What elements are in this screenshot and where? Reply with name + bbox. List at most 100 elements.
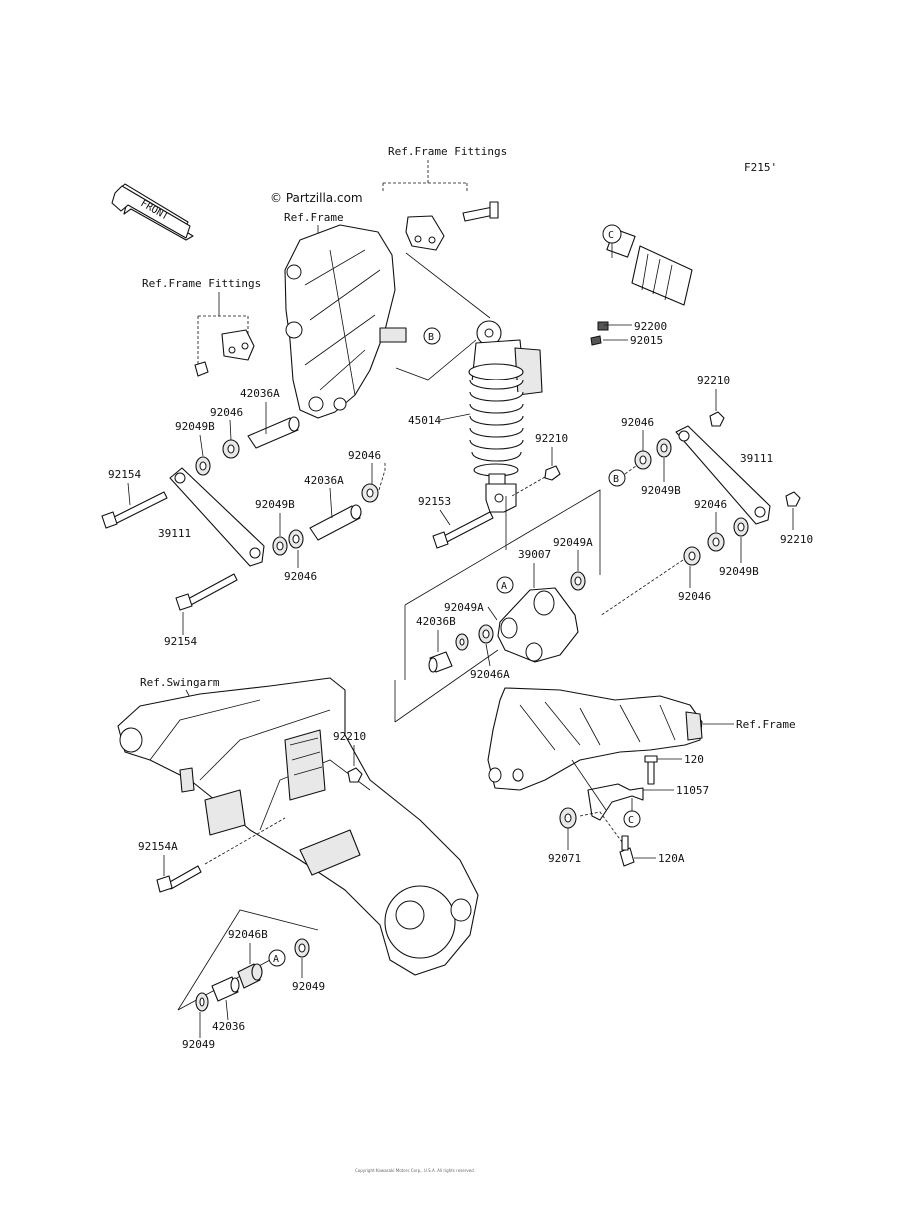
bushing-92046-right-lower xyxy=(683,546,701,566)
part-42036b: 42036B xyxy=(416,615,456,628)
ref-swingarm-label: Ref.Swingarm xyxy=(140,676,220,689)
footer-copyright: Copyright Kawasaki Motors Corp., U.S.A. … xyxy=(355,1168,475,1173)
callout-a-rocker xyxy=(496,576,514,594)
sleeve-42036a-lower xyxy=(309,504,362,541)
callout-a-swingarm xyxy=(268,949,286,967)
part-39111-right: 39111 xyxy=(740,452,773,465)
part-92071: 92071 xyxy=(548,852,581,865)
ref-frame-label: Ref.Frame xyxy=(284,211,344,224)
part-39007: 39007 xyxy=(518,548,551,561)
tie-rod-39111-right xyxy=(675,425,771,525)
bolt-92154a xyxy=(156,865,202,893)
bushing-92046-left-upper xyxy=(222,439,240,459)
bushing-92046-right-mid xyxy=(707,532,725,552)
part-92154a: 92154A xyxy=(138,840,178,853)
callout-b-right-label: B xyxy=(613,474,619,485)
part-42036a-lower: 42036A xyxy=(304,474,344,487)
tie-rod-39111-left xyxy=(169,467,265,567)
nut-92210-shock xyxy=(544,465,561,481)
part-92049-right: 92049 xyxy=(292,980,325,993)
bushing-92046-right-upper xyxy=(634,450,652,470)
part-92046-left-upper: 92046 xyxy=(210,406,243,419)
sleeve-42036a-upper xyxy=(247,416,300,449)
ref-bracket-top xyxy=(382,160,468,192)
frame-fitting-left-part xyxy=(194,329,255,377)
part-92210-shock: 92210 xyxy=(535,432,568,445)
nut-92210-right-top xyxy=(709,411,725,427)
sleeve-42036b xyxy=(428,651,453,673)
part-92049-left: 92049 xyxy=(182,1038,215,1051)
part-92015-icon xyxy=(590,335,602,346)
part-92046-right-mid: 92046 xyxy=(694,498,727,511)
watermark: © Partzilla.com xyxy=(270,191,363,205)
washer-92049-a xyxy=(294,938,310,958)
part-92049b-right-lower: 92049B xyxy=(719,565,759,578)
callout-c-top-label: C xyxy=(608,230,614,241)
bolt-92154-upper xyxy=(101,491,168,529)
washer-92049a-right xyxy=(570,571,586,591)
swingarm-part xyxy=(117,677,479,976)
frame-fitting-top-part xyxy=(405,201,499,251)
part-45014: 45014 xyxy=(408,414,441,427)
part-42036: 42036 xyxy=(212,1020,245,1033)
washer-92049b-right-lower xyxy=(733,517,749,537)
part-92046a: 92046A xyxy=(470,668,510,681)
washer-92049-b xyxy=(195,992,209,1012)
nut-92210-right-bottom xyxy=(785,491,801,507)
ref-frame-right-label: Ref.Frame xyxy=(736,718,796,731)
nut-92210-swingarm xyxy=(347,767,363,783)
callout-a-swingarm-label: A xyxy=(273,954,279,965)
part-42036a-upper: 42036A xyxy=(240,387,280,400)
callout-a-rocker-label: A xyxy=(501,581,507,592)
part-92049b-left-lower: 92049B xyxy=(255,498,295,511)
callout-c-bottom-label: C xyxy=(628,815,634,826)
callout-b-frame xyxy=(423,327,441,345)
grommet-92071 xyxy=(559,807,577,829)
bushing-92046-left-lower xyxy=(288,529,304,549)
part-92046-left-lower: 92046 xyxy=(284,570,317,583)
sleeve-42036 xyxy=(211,976,240,1002)
washer-small-rocker xyxy=(455,633,469,651)
ref-frame-fittings-left: Ref.Frame Fittings xyxy=(142,277,261,290)
bolt-92154-lower xyxy=(175,573,238,611)
part-92015: 92015 xyxy=(630,334,663,347)
part-39111-left: 39111 xyxy=(158,527,191,540)
part-92200: 92200 xyxy=(634,320,667,333)
bushing-92046b xyxy=(237,963,263,989)
part-92154-upper: 92154 xyxy=(108,468,141,481)
front-arrow-icon: FRONT xyxy=(111,183,194,241)
part-120a: 120A xyxy=(658,852,685,865)
rocker-arm-39007 xyxy=(497,587,579,663)
ref-frame-fittings-top: Ref.Frame Fittings xyxy=(388,145,507,158)
frame-right-part xyxy=(487,687,703,791)
bolt-120 xyxy=(644,755,658,785)
part-92210-swingarm: 92210 xyxy=(333,730,366,743)
washer-92049b-left-upper xyxy=(195,456,211,476)
part-11057: 11057 xyxy=(676,784,709,797)
bushing-92046-left-mid xyxy=(361,483,379,503)
part-92210-right-bottom: 92210 xyxy=(780,533,813,546)
part-92154-lower: 92154 xyxy=(164,635,197,648)
diagram-code: F215' xyxy=(744,161,777,174)
part-92049b-left-upper: 92049B xyxy=(175,420,215,433)
washer-92049b-left-lower xyxy=(272,536,288,556)
bolt-120a xyxy=(619,835,635,867)
shock-absorber-part xyxy=(468,320,543,513)
bolt-92153 xyxy=(432,511,494,549)
part-92210-right-top: 92210 xyxy=(697,374,730,387)
part-92046-right-upper: 92046 xyxy=(621,416,654,429)
part-92046-right-lower: 92046 xyxy=(678,590,711,603)
bracket-11057 xyxy=(587,783,644,821)
washer-92049b-right-upper xyxy=(656,438,672,458)
part-120: 120 xyxy=(684,753,704,766)
callout-b-right xyxy=(608,469,626,487)
frame-bracket-part xyxy=(284,224,407,419)
part-92049b-right-upper: 92049B xyxy=(641,484,681,497)
part-92153: 92153 xyxy=(418,495,451,508)
callout-b-label: B xyxy=(428,332,434,343)
bushing-92046a xyxy=(478,624,494,644)
part-92049a-right: 92049A xyxy=(553,536,593,549)
part-92046b: 92046B xyxy=(228,928,268,941)
